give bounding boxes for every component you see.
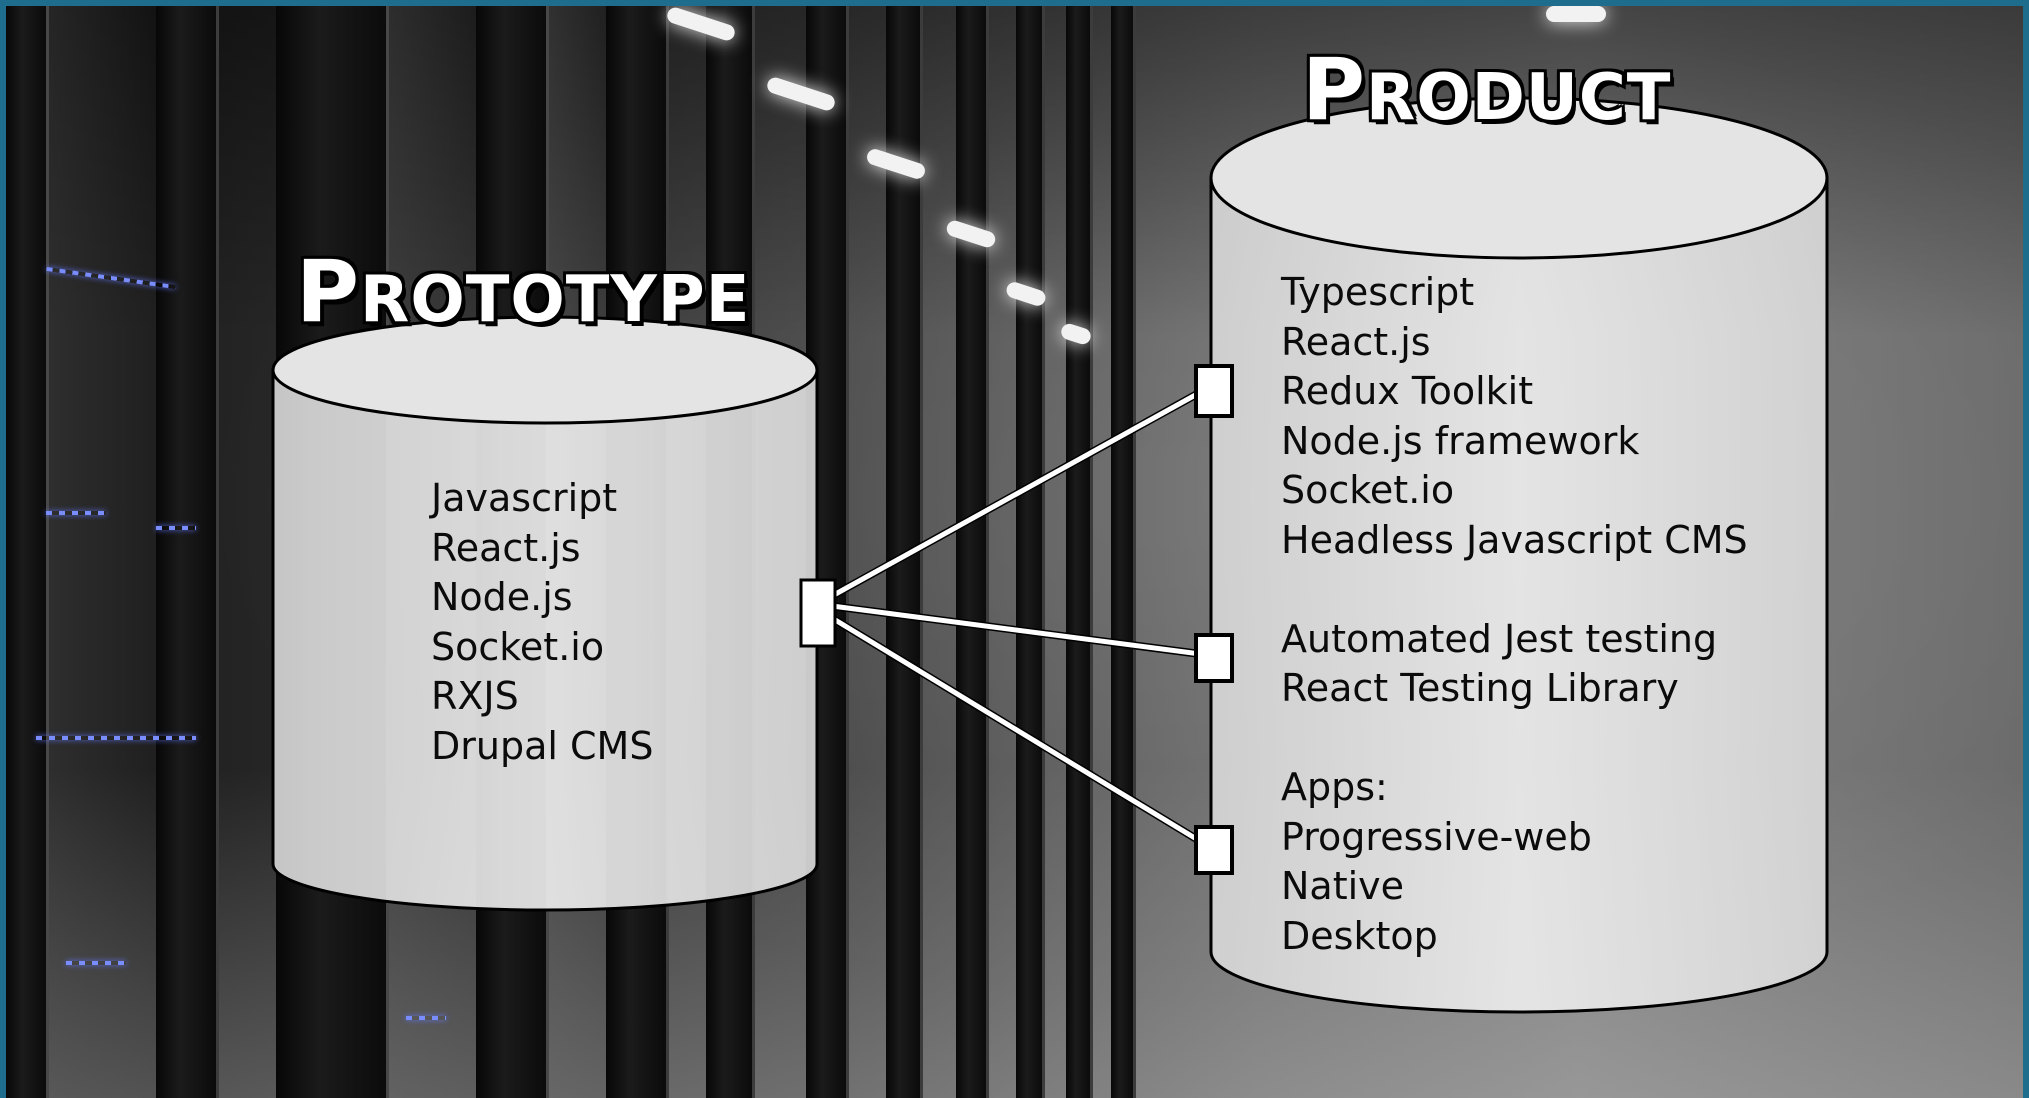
connector-line-testing — [831, 603, 1209, 658]
connector-line-stack — [830, 385, 1210, 599]
product-port-apps — [1194, 825, 1234, 875]
ceiling-light — [1546, 6, 1606, 22]
list-item: Redux Toolkit — [1281, 369, 1534, 413]
status-leds — [46, 511, 106, 515]
prototype-cylinder — [271, 315, 819, 912]
status-leds — [66, 961, 126, 965]
product-cylinder-top — [1209, 96, 1829, 260]
server-rack — [1111, 6, 1136, 1098]
list-spacer — [1281, 565, 1748, 615]
list-item: Automated Jest testing — [1281, 616, 1718, 661]
list-item: Headless Javascript CMS — [1281, 517, 1748, 562]
list-item: RXJS — [431, 674, 519, 718]
list-item: Node.js — [431, 575, 573, 619]
product-title: PRODUCT — [1302, 40, 1671, 140]
server-rack — [156, 6, 219, 1098]
list-item: Node.js framework — [1281, 418, 1640, 463]
list-item: Javascript — [431, 476, 618, 520]
server-rack — [6, 6, 49, 1098]
list-item: React.js — [1281, 319, 1431, 364]
status-leds — [36, 736, 196, 740]
connector-outline — [829, 384, 1211, 850]
slide-canvas: PROTOTYPE PRODUCT Javascript React.js No… — [6, 6, 2023, 1098]
list-item: Progressive-web — [1281, 814, 1592, 859]
product-tech-list: Typescript React.js Redux Toolkit Node.j… — [1281, 268, 1748, 961]
server-rack — [1066, 6, 1093, 1098]
prototype-title: PROTOTYPE — [296, 242, 750, 342]
list-spacer — [1281, 714, 1748, 764]
list-item: React.js — [431, 525, 581, 570]
prototype-port — [799, 578, 837, 648]
list-item: Apps: — [1281, 765, 1388, 809]
connector-line-apps — [830, 615, 1210, 849]
list-item: Desktop — [1281, 913, 1438, 958]
list-item: Typescript — [1281, 270, 1475, 314]
product-port-testing — [1194, 633, 1234, 683]
prototype-title-initial: P — [296, 242, 361, 342]
server-rack — [1016, 6, 1045, 1098]
list-item: Socket.io — [431, 624, 605, 669]
list-item: Drupal CMS — [431, 723, 654, 768]
prototype-cylinder-top — [271, 315, 819, 425]
rack-door — [46, 6, 156, 1098]
prototype-title-rest: ROTOTYPE — [360, 263, 751, 337]
product-cylinder — [1209, 96, 1829, 1014]
product-title-initial: P — [1302, 40, 1367, 140]
product-port-stack — [1194, 364, 1234, 418]
list-item: React Testing Library — [1281, 666, 1679, 710]
status-leds — [406, 1016, 446, 1020]
list-item: Socket.io — [1281, 468, 1455, 512]
product-title-rest: RODUCT — [1366, 61, 1672, 135]
server-rack — [956, 6, 989, 1098]
list-item: Native — [1281, 864, 1405, 908]
prototype-tech-list: Javascript React.js Node.js Socket.io RX… — [431, 474, 653, 771]
status-leds — [156, 526, 196, 530]
architecture-diagram — [271, 96, 1829, 1014]
